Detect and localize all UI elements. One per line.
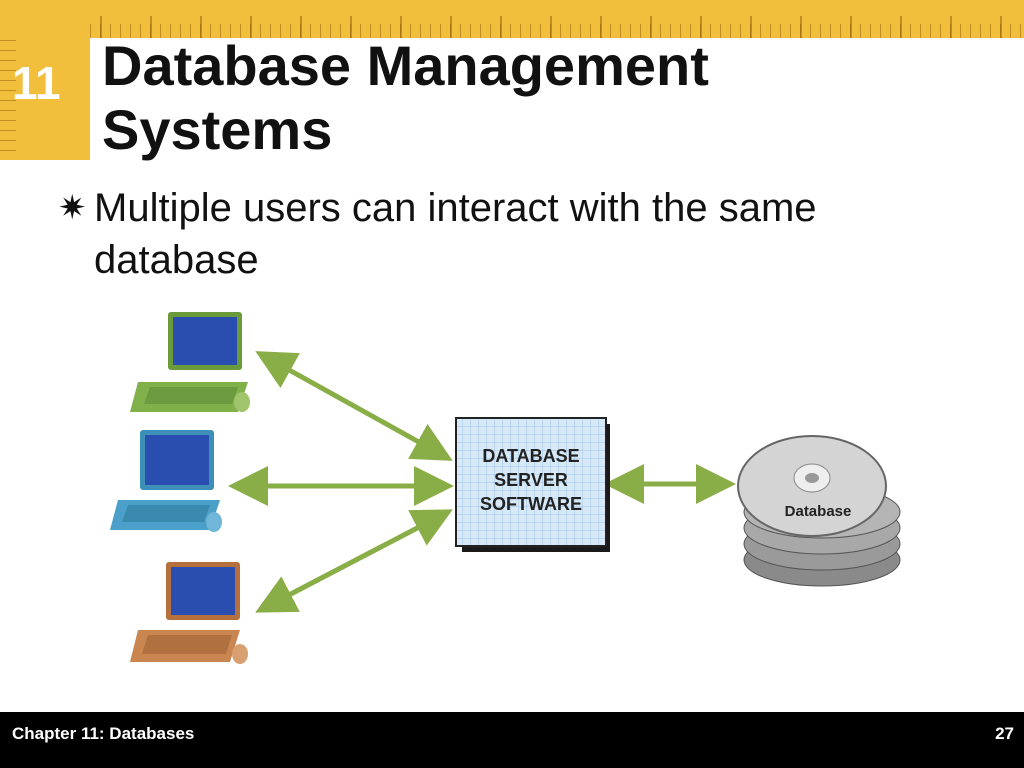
ruler-side-block: [0, 0, 90, 160]
ruler-header-bar: [0, 0, 1024, 38]
laptop-icon-orange: [130, 562, 248, 664]
server-label-line-2: SERVER: [494, 470, 568, 490]
laptop-icon-green: [130, 312, 250, 412]
laptop-icon-blue: [110, 430, 222, 532]
chapter-number: 11: [12, 57, 61, 109]
title-panel: [90, 38, 1024, 168]
arrow-laptop3-server: [255, 509, 453, 613]
ruler-side-ticks: [0, 40, 16, 160]
arrow-laptop1-server: [255, 351, 453, 461]
slide-title: Database Management Systems: [102, 34, 709, 161]
server-label-line-3: SOFTWARE: [480, 494, 582, 514]
database-label: Database: [785, 503, 852, 520]
bullet-item: ✷ Multiple users can interact with the s…: [58, 182, 938, 286]
bullet-text: Multiple users can interact with the sam…: [94, 186, 817, 282]
footer-chapter: Chapter 11: Databases: [12, 724, 195, 743]
dbms-diagram: DATABASE SERVER SOFTWARE Database: [110, 312, 901, 664]
database-server-box: DATABASE SERVER SOFTWARE: [455, 417, 610, 552]
footer-bar: Chapter 11: Databases 27: [0, 712, 1024, 768]
database-disk-icon: Database: [737, 435, 901, 587]
server-label-line-1: DATABASE: [482, 446, 579, 466]
ruler-major-ticks: [0, 16, 1024, 38]
star-bullet-icon: ✷: [58, 189, 87, 227]
page-number: 27: [995, 724, 1014, 743]
